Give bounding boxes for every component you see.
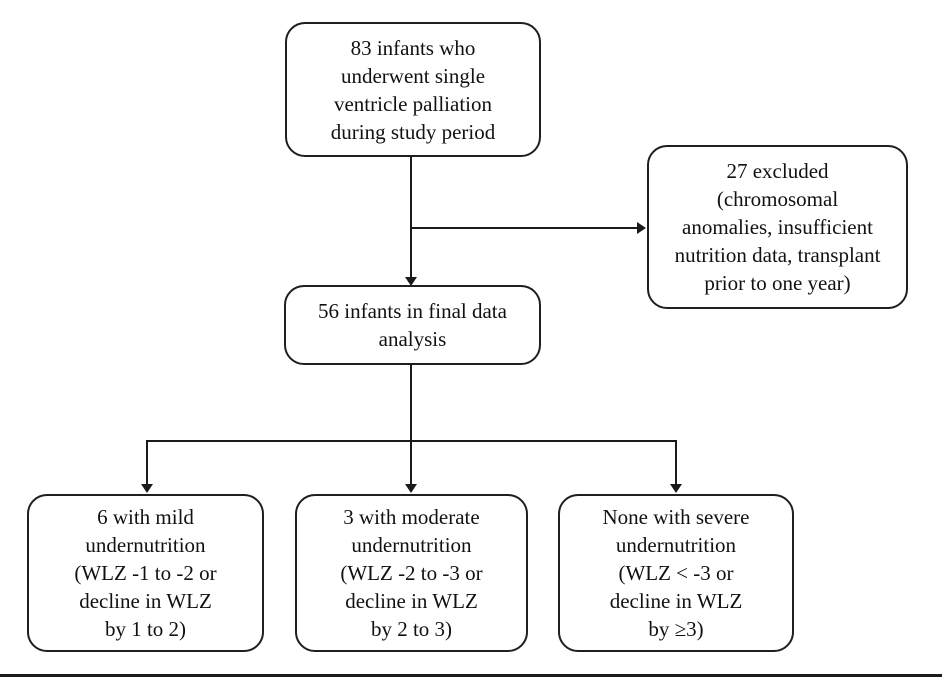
arrow-down-icon xyxy=(670,484,682,493)
excluded-box-label: 27 excluded (chromosomal anomalies, insu… xyxy=(674,159,881,295)
mild-undernutrition-box: 6 with mild undernutrition (WLZ -1 to -2… xyxy=(27,494,264,652)
connector-branch-to-moderate xyxy=(410,440,412,484)
connector-branch-to-mild xyxy=(146,440,148,484)
connector-enrolled-to-excluded xyxy=(411,227,637,229)
connector-enrolled-to-final xyxy=(410,156,412,277)
moderate-undernutrition-box-label: 3 with moderate undernutrition (WLZ -2 t… xyxy=(340,505,483,641)
enrolled-box: 83 infants who underwent single ventricl… xyxy=(285,22,541,157)
arrow-down-icon xyxy=(141,484,153,493)
arrow-down-icon xyxy=(405,277,417,286)
enrolled-box-label: 83 infants who underwent single ventricl… xyxy=(330,35,496,144)
arrow-down-icon xyxy=(405,484,417,493)
severe-undernutrition-box-label: None with severe undernutrition (WLZ < -… xyxy=(602,505,750,641)
connector-branch-to-severe xyxy=(675,440,677,484)
excluded-box: 27 excluded (chromosomal anomalies, insu… xyxy=(647,145,908,309)
figure-bottom-rule xyxy=(0,674,942,677)
final-analysis-box: 56 infants in final data analysis xyxy=(284,285,541,365)
severe-undernutrition-box: None with severe undernutrition (WLZ < -… xyxy=(558,494,794,652)
connector-final-to-branch xyxy=(410,364,412,441)
final-analysis-box-label: 56 infants in final data analysis xyxy=(318,299,507,351)
arrow-right-icon xyxy=(637,222,646,234)
mild-undernutrition-box-label: 6 with mild undernutrition (WLZ -1 to -2… xyxy=(74,505,217,641)
moderate-undernutrition-box: 3 with moderate undernutrition (WLZ -2 t… xyxy=(295,494,528,652)
